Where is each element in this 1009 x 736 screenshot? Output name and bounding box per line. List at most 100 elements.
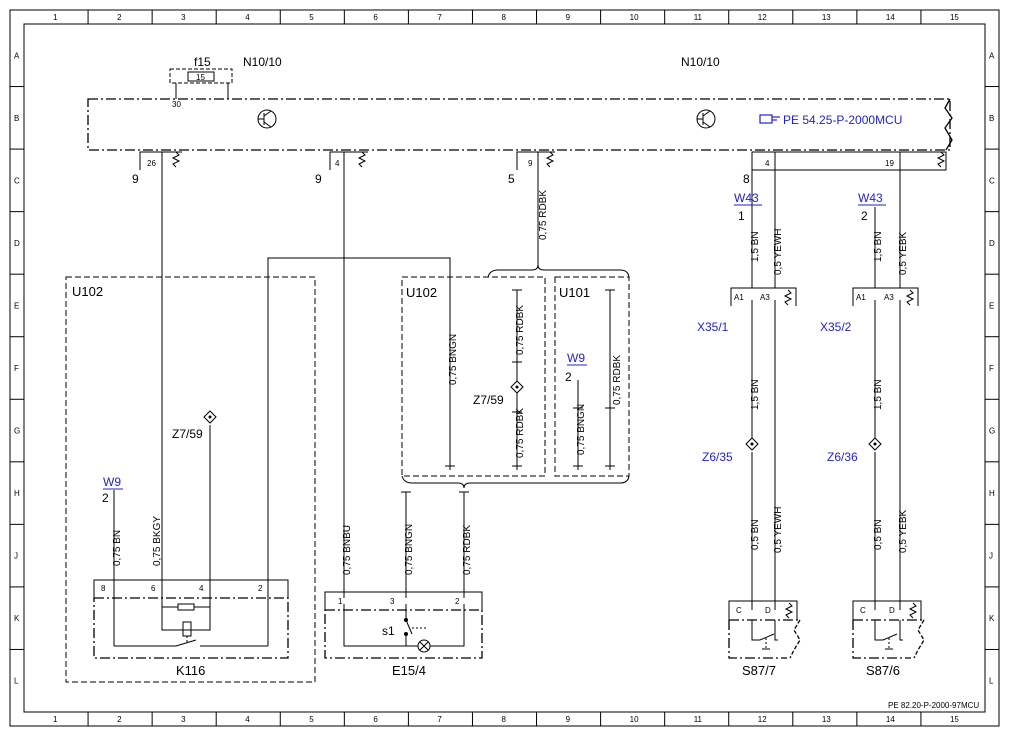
connector-pin: A1 [734,293,744,302]
relay-pin: 8 [101,584,106,593]
wire-break-marks [401,289,615,493]
grid-column-label: 1 [53,715,58,724]
wire-label: 0,5 YEWH [773,507,784,554]
wire-label: 1,5 BN [750,379,761,410]
relay-pin: 6 [151,584,156,593]
drawing-frame [9,9,1000,727]
grid-column-label: 9 [566,13,571,22]
splice-z6-35: Z6/35 [702,437,759,464]
module-name-left: N10/10 [243,55,282,69]
switch-s87-7: C D S87/7 [728,600,801,678]
connector-pin: A1 [856,293,866,302]
component-name: E15/4 [392,663,426,678]
grid-column-label: 14 [886,715,895,724]
plug-number: 9 [132,172,139,186]
wire-label: 0,75 RDBK [538,190,549,240]
transistor-icon [696,109,716,129]
grid-column-label: 13 [822,13,831,22]
ground-name[interactable]: W9 [567,351,585,365]
harness-u102-mid: U102 [401,276,546,477]
switch-contact-icon [874,620,903,650]
pin-26: 26 [147,159,156,168]
fuse-pin: 30 [172,100,181,109]
grid-column-label: 11 [694,13,703,22]
grid-row-label: L [989,677,994,686]
wire-label: 1,5 BN [873,379,884,410]
grid-column-label: 5 [309,715,314,724]
wire-label: 0,75 RDBK [462,525,473,575]
grid-row-label: F [989,364,994,373]
splice-name: Z7/59 [473,393,504,407]
hand-pointer-icon [759,114,780,124]
plug-number: 9 [315,172,322,186]
wire-label: 0,5 YEBK [898,231,909,275]
grid-row-label: F [14,364,19,373]
reference-link[interactable]: PE 54.25-P-2000MCU [759,113,902,127]
relay-pin: 2 [258,584,263,593]
grid-row-label: C [989,176,995,185]
pin-4: 4 [335,159,340,168]
grid-row-label: K [989,614,995,623]
grid-column-label: 10 [630,13,639,22]
splice-z7-59-left: Z7/59 [172,410,217,441]
plug-number: 8 [743,172,750,186]
fuse-name: f15 [194,55,211,69]
module-body [87,98,951,151]
grid-row-label: B [14,114,19,123]
connector-name[interactable]: X35/1 [697,320,729,334]
grid-row-label: G [14,427,20,436]
splice-name: Z7/59 [172,427,203,441]
wire-label: 0,75 RDBK [612,355,623,405]
grid-column-label: 10 [630,715,639,724]
ground-name[interactable]: W43 [734,191,759,205]
component-e15-4: 1 3 2 s1 E15/4 [324,591,483,678]
grid-column-label: 13 [822,715,831,724]
wire-label: 0,75 BNGN [576,404,587,455]
grid-column-label: 6 [373,13,378,22]
grid-column-label: 8 [502,13,507,22]
pin-4: 4 [765,159,770,168]
splice-z6-36: Z6/36 [827,437,882,464]
ground-ref-w9-left: W9 2 [102,475,123,505]
module-n10-10: N10/10 N10/10 f15 15 30 [87,55,953,186]
wire-label: 0,75 BNGN [448,334,459,385]
module-name-right: N10/10 [681,55,720,69]
ground-name[interactable]: W43 [858,191,883,205]
switch-s87-6: C D S87/6 [852,600,925,678]
switch-name: s1 [382,624,395,638]
wire-label: 1,5 BN [750,231,761,262]
splice-name[interactable]: Z6/35 [702,450,733,464]
reference-text[interactable]: PE 54.25-P-2000MCU [783,113,902,127]
grid-column-label: 4 [245,715,250,724]
wire-labels: 0,75 RDBK 0,75 BNGN 0,75 RDBK 0,75 RDBK … [112,190,909,575]
grid-row-label: E [14,301,19,310]
ground-pin: 2 [102,491,109,505]
splice-name[interactable]: Z6/36 [827,450,858,464]
ground-ref-w9-mid: W9 2 [565,351,587,384]
grid-row-label: L [14,677,19,686]
connector-name[interactable]: X35/2 [820,320,852,334]
component-name: K116 [176,663,205,678]
grid-column-label: 2 [117,13,122,22]
harness-u101: U101 [554,276,630,477]
frame-grid: 1122334455667788991010111112121313141415… [10,10,999,726]
grid-row-label: H [989,489,995,498]
grid-column-label: 1 [53,13,58,22]
ground-name[interactable]: W9 [103,475,121,489]
harness-name: U101 [559,285,590,300]
grid-column-label: 2 [117,715,122,724]
grid-column-label: 6 [373,715,378,724]
harness-name: U102 [72,284,103,299]
wire-label: 0,5 YEBK [898,509,909,553]
grid-column-label: 3 [181,13,186,22]
relay-pin: 4 [199,584,204,593]
wire-label: 0,5 BN [750,519,761,550]
grid-column-label: 3 [181,715,186,724]
ground-pin: 1 [738,209,745,223]
wire-label: 0,75 RDBK [515,408,526,458]
connector-x35-2: A1 A3 X35/2 [820,287,919,334]
component-pin: 1 [338,597,343,606]
grid-row-label: C [14,176,20,185]
relay-coil-icon [113,598,269,647]
switch-contact-icon [751,620,778,650]
